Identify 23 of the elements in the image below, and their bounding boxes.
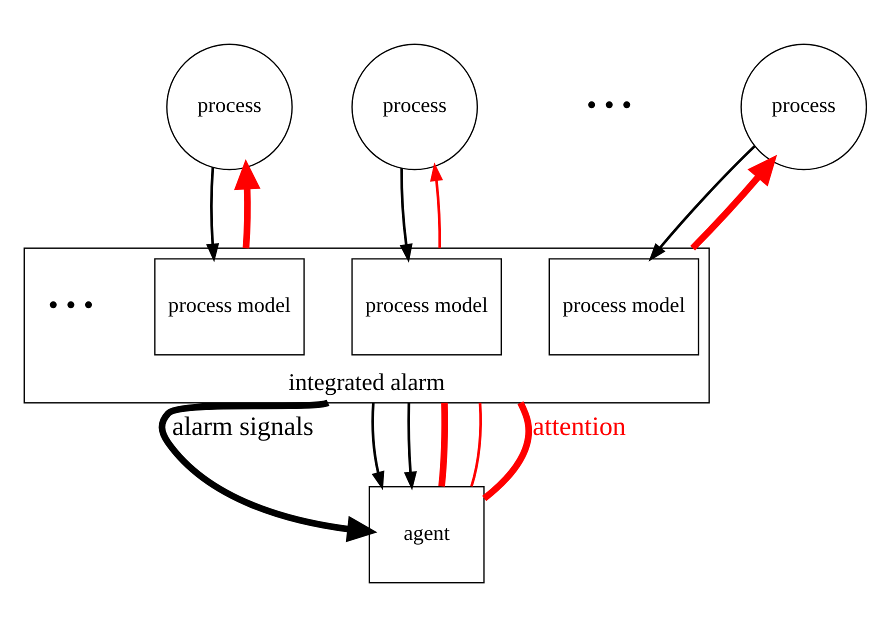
node-circle: process (740, 43, 868, 170)
arrow (648, 144, 756, 262)
arrow (158, 399, 378, 542)
arrow (400, 168, 413, 262)
connector (470, 402, 482, 486)
edge-label: alarm signals (172, 410, 314, 440)
node-box: agent (368, 486, 485, 583)
node-circle: process (351, 43, 478, 170)
node-box: process model (154, 258, 305, 355)
connector (482, 400, 532, 501)
node-box: process model (548, 258, 700, 355)
arrow (206, 166, 220, 262)
arrow (404, 402, 417, 490)
arrow (690, 154, 778, 250)
arrow (430, 162, 444, 248)
edge-label: attention (532, 410, 626, 440)
arrow (234, 158, 260, 248)
node-box: process model (351, 258, 502, 355)
node-circle: process (166, 43, 293, 170)
arrow (371, 402, 384, 490)
label: • • • (48, 288, 94, 321)
connector (438, 402, 448, 486)
label: • • • (586, 88, 632, 121)
